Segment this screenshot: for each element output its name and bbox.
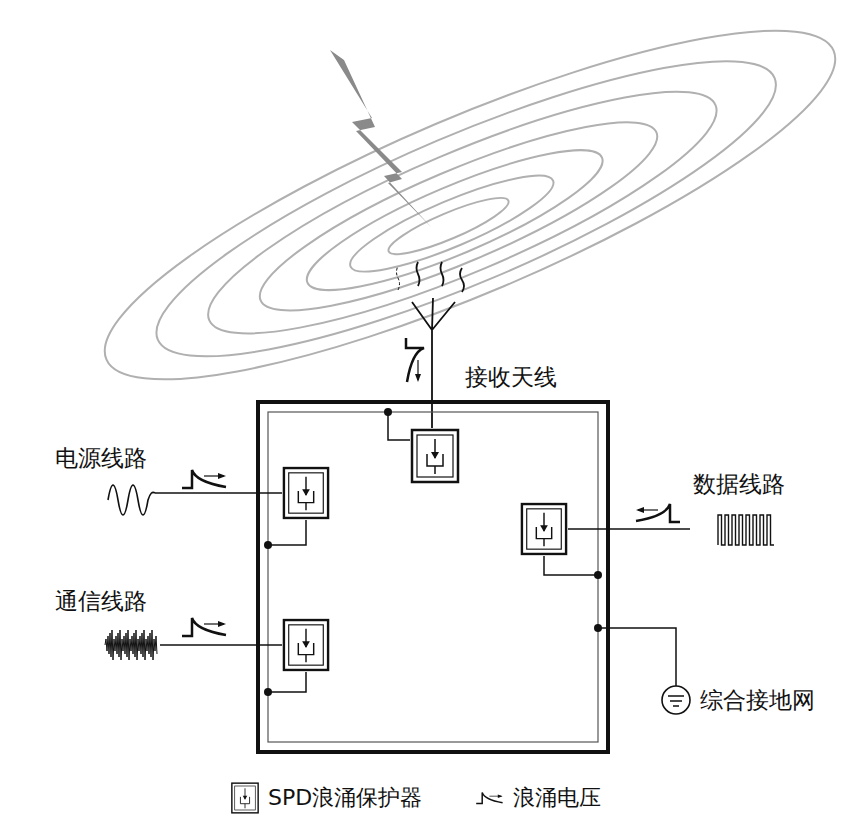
label-text: 通信线路 bbox=[55, 588, 147, 614]
legend-item: SPD浪涌保护器 bbox=[230, 782, 422, 814]
field-rings bbox=[72, 0, 860, 440]
junction-dots bbox=[264, 408, 602, 696]
legend-item: 浪涌电压 bbox=[475, 782, 601, 814]
comm-signal bbox=[105, 630, 157, 660]
bonding-ring bbox=[268, 412, 598, 742]
antenna-label: 接收天线 bbox=[465, 365, 557, 390]
lightning-bolt bbox=[330, 50, 432, 228]
label-text: 数据线路 bbox=[693, 471, 785, 497]
surge-symbol bbox=[182, 618, 226, 636]
legend-text: SPD浪涌保护器 bbox=[268, 783, 422, 813]
legend-sample bbox=[230, 782, 260, 814]
ground-label: 综合接地网 bbox=[700, 688, 815, 713]
spd-symbol bbox=[284, 620, 328, 670]
equipment-housing bbox=[258, 402, 608, 752]
legend-text: 浪涌电压 bbox=[513, 783, 601, 813]
data-pulses bbox=[718, 515, 774, 545]
spd-symbol bbox=[412, 430, 458, 482]
line-label: 数据线路 bbox=[693, 472, 785, 497]
label-text: 接收天线 bbox=[465, 364, 557, 390]
sine-wave bbox=[108, 485, 155, 515]
line-label: 通信线路 bbox=[55, 589, 147, 614]
spd-symbol bbox=[284, 468, 328, 518]
wiring bbox=[155, 412, 690, 692]
spd-symbol bbox=[522, 504, 566, 554]
legend-sample bbox=[475, 782, 505, 814]
label-text: 综合接地网 bbox=[700, 687, 815, 713]
label-text: 电源线路 bbox=[55, 445, 147, 471]
surge-symbol bbox=[636, 504, 680, 522]
ground-symbol bbox=[662, 686, 690, 714]
line-label: 电源线路 bbox=[55, 446, 147, 471]
surge-symbol bbox=[406, 338, 424, 382]
surge-symbol bbox=[182, 470, 226, 488]
